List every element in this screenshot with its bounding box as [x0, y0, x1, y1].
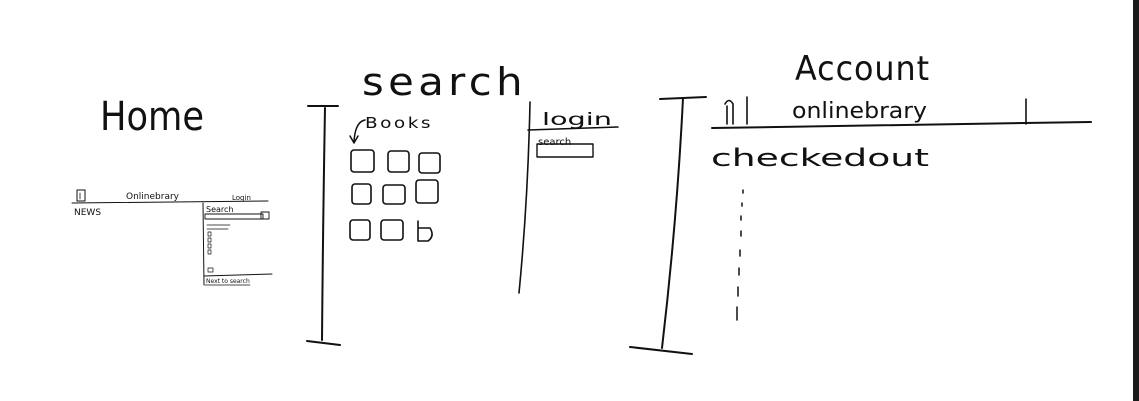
home-mock-result-3: [207, 243, 212, 249]
home-mock-bottom-line: [203, 273, 273, 277]
book-thumb-7[interactable]: [349, 219, 371, 241]
home-page-mock: Onlinebrary Login NEWS Search Next to se…: [71, 189, 273, 286]
book-grid: [349, 149, 441, 242]
home-mock-sidebar-divider: [202, 202, 205, 286]
home-mock-search-label: Search: [206, 205, 233, 214]
home-mock-top-bar: [71, 200, 269, 204]
search-right-divider: [518, 101, 531, 294]
home-mock-result-1: [207, 231, 212, 237]
home-mock-brand[interactable]: Onlinebrary: [126, 192, 180, 202]
book-thumb-3[interactable]: [418, 152, 441, 174]
search-books-label: Books: [365, 114, 433, 132]
account-checked-out-label: checkedout: [711, 144, 929, 172]
home-mock-result-2: [207, 237, 212, 243]
search-field-label: search: [538, 137, 571, 148]
home-mock-small-box: [207, 267, 214, 273]
account-section: Account onlinebrary checkedout: [629, 49, 1092, 355]
account-header-line: [711, 121, 1092, 129]
account-brand[interactable]: onlinebrary: [792, 99, 927, 124]
book-thumb-5[interactable]: [382, 184, 406, 205]
home-mock-footer-link[interactable]: Next to search: [206, 278, 250, 285]
search-left-bracket: [306, 105, 341, 346]
window-edge: [1133, 0, 1139, 401]
search-input[interactable]: [536, 143, 594, 158]
home-mock-search-field[interactable]: [204, 213, 264, 220]
home-section: Home Onlinebrary Login NEWS Search: [71, 94, 273, 286]
home-mock-result-scribbles: [206, 224, 231, 230]
home-mock-login[interactable]: Login: [232, 194, 251, 202]
home-mock-news: NEWS: [74, 208, 101, 218]
home-heading: Home: [100, 94, 204, 140]
book-thumb-8[interactable]: [380, 219, 404, 241]
book-thumb-2[interactable]: [387, 150, 410, 173]
search-login-underline: [527, 126, 619, 131]
book-thumb-9[interactable]: [417, 220, 433, 242]
book-thumb-4[interactable]: [351, 183, 372, 205]
home-mock-result-4: [207, 249, 212, 255]
book-thumb-6[interactable]: [415, 179, 439, 204]
search-login-label[interactable]: login: [542, 110, 612, 130]
home-mock-search-button[interactable]: [260, 211, 270, 220]
search-heading: search: [362, 60, 527, 104]
account-heading: Account: [795, 49, 930, 89]
checked-out-list-placeholder: [736, 189, 744, 321]
search-section: search Books login search: [306, 60, 619, 346]
book-thumb-1[interactable]: [350, 149, 375, 173]
books-arrow-icon: [349, 119, 366, 144]
home-mock-logo-box: [76, 189, 86, 202]
account-logo-icon: [724, 99, 734, 125]
account-left-bracket: [629, 96, 707, 355]
